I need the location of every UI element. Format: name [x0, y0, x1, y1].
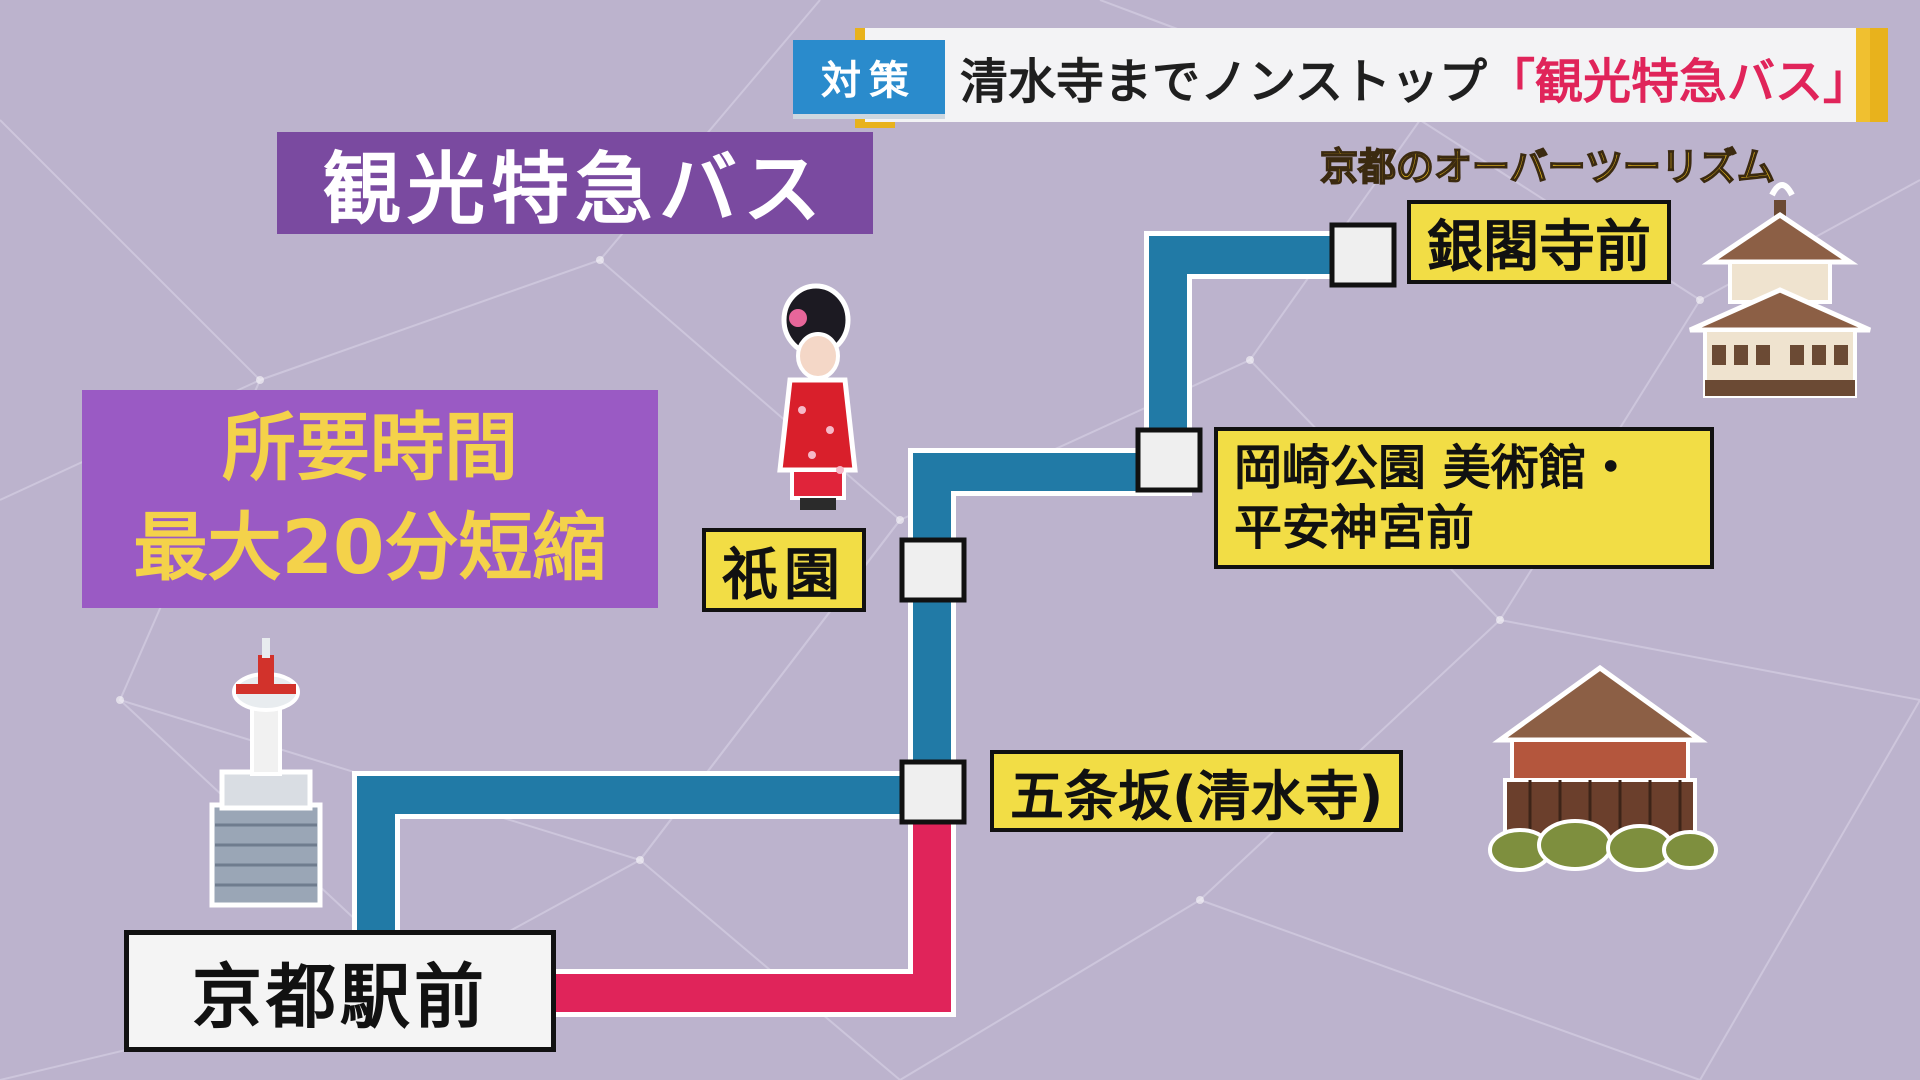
maiko-icon	[777, 283, 858, 510]
stop-marker-gion	[899, 537, 967, 603]
time-saving-box: 所要時間 最大20分短縮	[82, 390, 658, 608]
stop-marker-okazaki	[1135, 427, 1203, 493]
measure-badge: 対策	[793, 40, 945, 119]
stop-label-okazaki: 岡崎公園 美術館・ 平安神宮前	[1214, 427, 1714, 569]
ginkakuji-temple-icon	[1688, 182, 1872, 398]
headline-highlight: 「観光特急バス」	[1487, 54, 1872, 110]
kyoto-tower-icon	[209, 638, 323, 908]
route-line-red	[540, 795, 956, 1017]
stop-marker-gojozaka	[899, 759, 967, 825]
kiyomizu-temple-icon	[1488, 664, 1718, 872]
stop-label-okazaki-line1: 岡崎公園 美術館・	[1234, 440, 1635, 496]
title-box: 観光特急バス	[277, 132, 873, 235]
stop-label-kyoto-station: 京都駅前	[124, 930, 556, 1052]
stop-label-ginkakuji: 銀閣寺前	[1407, 200, 1671, 284]
stop-label-okazaki-line2: 平安神宮前	[1234, 500, 1475, 556]
time-saving-line1: 所要時間	[222, 405, 518, 492]
stop-marker-ginkakuji	[1329, 222, 1397, 288]
headline-text: 清水寺までノンストップ	[960, 54, 1488, 110]
headline: 清水寺までノンストップ「観光特急バス」	[960, 40, 1871, 114]
topic-subtitle: 京都のオーバーツーリズム	[1319, 144, 1775, 190]
time-saving-line2: 最大20分短縮	[133, 505, 607, 591]
stop-label-gion: 祇園	[702, 528, 866, 612]
stop-label-gojozaka: 五条坂(清水寺)	[990, 750, 1404, 832]
top-banner	[865, 28, 1888, 122]
